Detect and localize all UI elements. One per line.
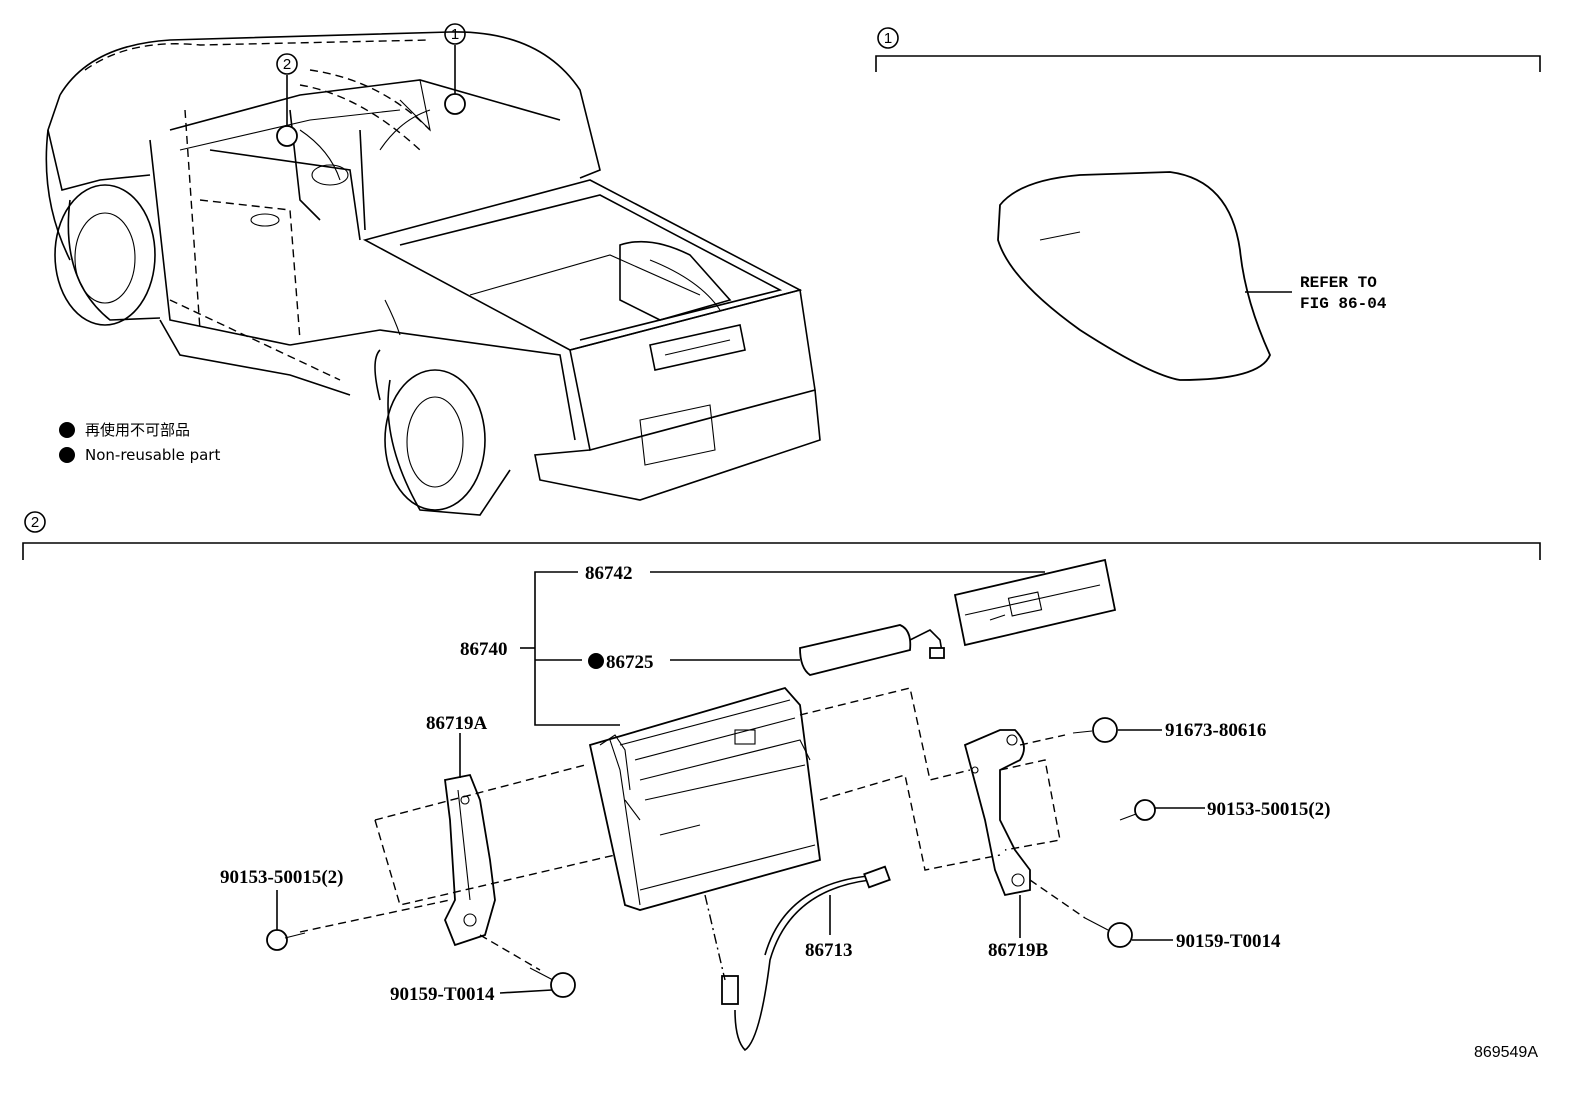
bolt-left-lower (529, 967, 576, 998)
label-86713: 86713 (805, 940, 853, 961)
cable (721, 865, 891, 1052)
label-90159-left: 90159-T0014 (390, 984, 495, 1005)
label-90159-right: 90159-T0014 (1176, 931, 1281, 952)
bolt-right-top (1072, 717, 1118, 743)
truck-illustration (45, 31, 821, 516)
label-86740: 86740 (460, 639, 508, 660)
section-1-marker: 1 (884, 30, 892, 47)
legend-dot-jp (59, 422, 75, 438)
bolt-right-bottom (1084, 917, 1133, 948)
label-91673-80616: 91673-80616 (1165, 720, 1266, 741)
marker-2-truck: 2 (276, 53, 298, 75)
refer-line-1: REFER TO (1300, 274, 1377, 292)
legend-jp: 再使用不可部品 (85, 421, 190, 439)
section-1: 1 REFER TO FIG 86-04 (875, 27, 1541, 381)
bracket-left (444, 773, 496, 947)
label-86742: 86742 (585, 563, 633, 584)
label-90153-left: 90153-50015(2) (220, 867, 343, 888)
module (799, 624, 945, 676)
section-1-bracket (875, 55, 1541, 72)
legend-dot-en (59, 447, 75, 463)
label-86725: 86725 (606, 652, 654, 673)
section-2-bracket (22, 542, 1541, 560)
section-2: 2 (22, 511, 1541, 1052)
receiver-unit (588, 686, 821, 911)
cover-plate (953, 558, 1117, 647)
antenna-cover (997, 171, 1271, 381)
assembly-guides (299, 687, 1086, 981)
section-2-marker: 2 (31, 514, 39, 531)
leader-lines (276, 571, 1205, 994)
label-90153-right: 90153-50015(2) (1207, 799, 1330, 820)
figure-id: 869549A (1474, 1044, 1538, 1061)
refer-line-2: FIG 86-04 (1300, 295, 1387, 313)
bracket-right (963, 729, 1031, 897)
label-86719A: 86719A (426, 713, 488, 734)
label-86719B: 86719B (988, 940, 1049, 961)
marker-2-truck-label: 2 (283, 56, 291, 73)
non-reusable-dot (588, 653, 604, 669)
marker-1-truck-label: 1 (451, 26, 459, 43)
legend-en: Non-reusable part (85, 446, 220, 464)
legend: 再使用不可部品 Non-reusable part (59, 421, 220, 464)
bolt-right-mid (1119, 799, 1156, 821)
bolt-left-upper (266, 929, 306, 951)
marker-1-truck: 1 (444, 23, 466, 45)
